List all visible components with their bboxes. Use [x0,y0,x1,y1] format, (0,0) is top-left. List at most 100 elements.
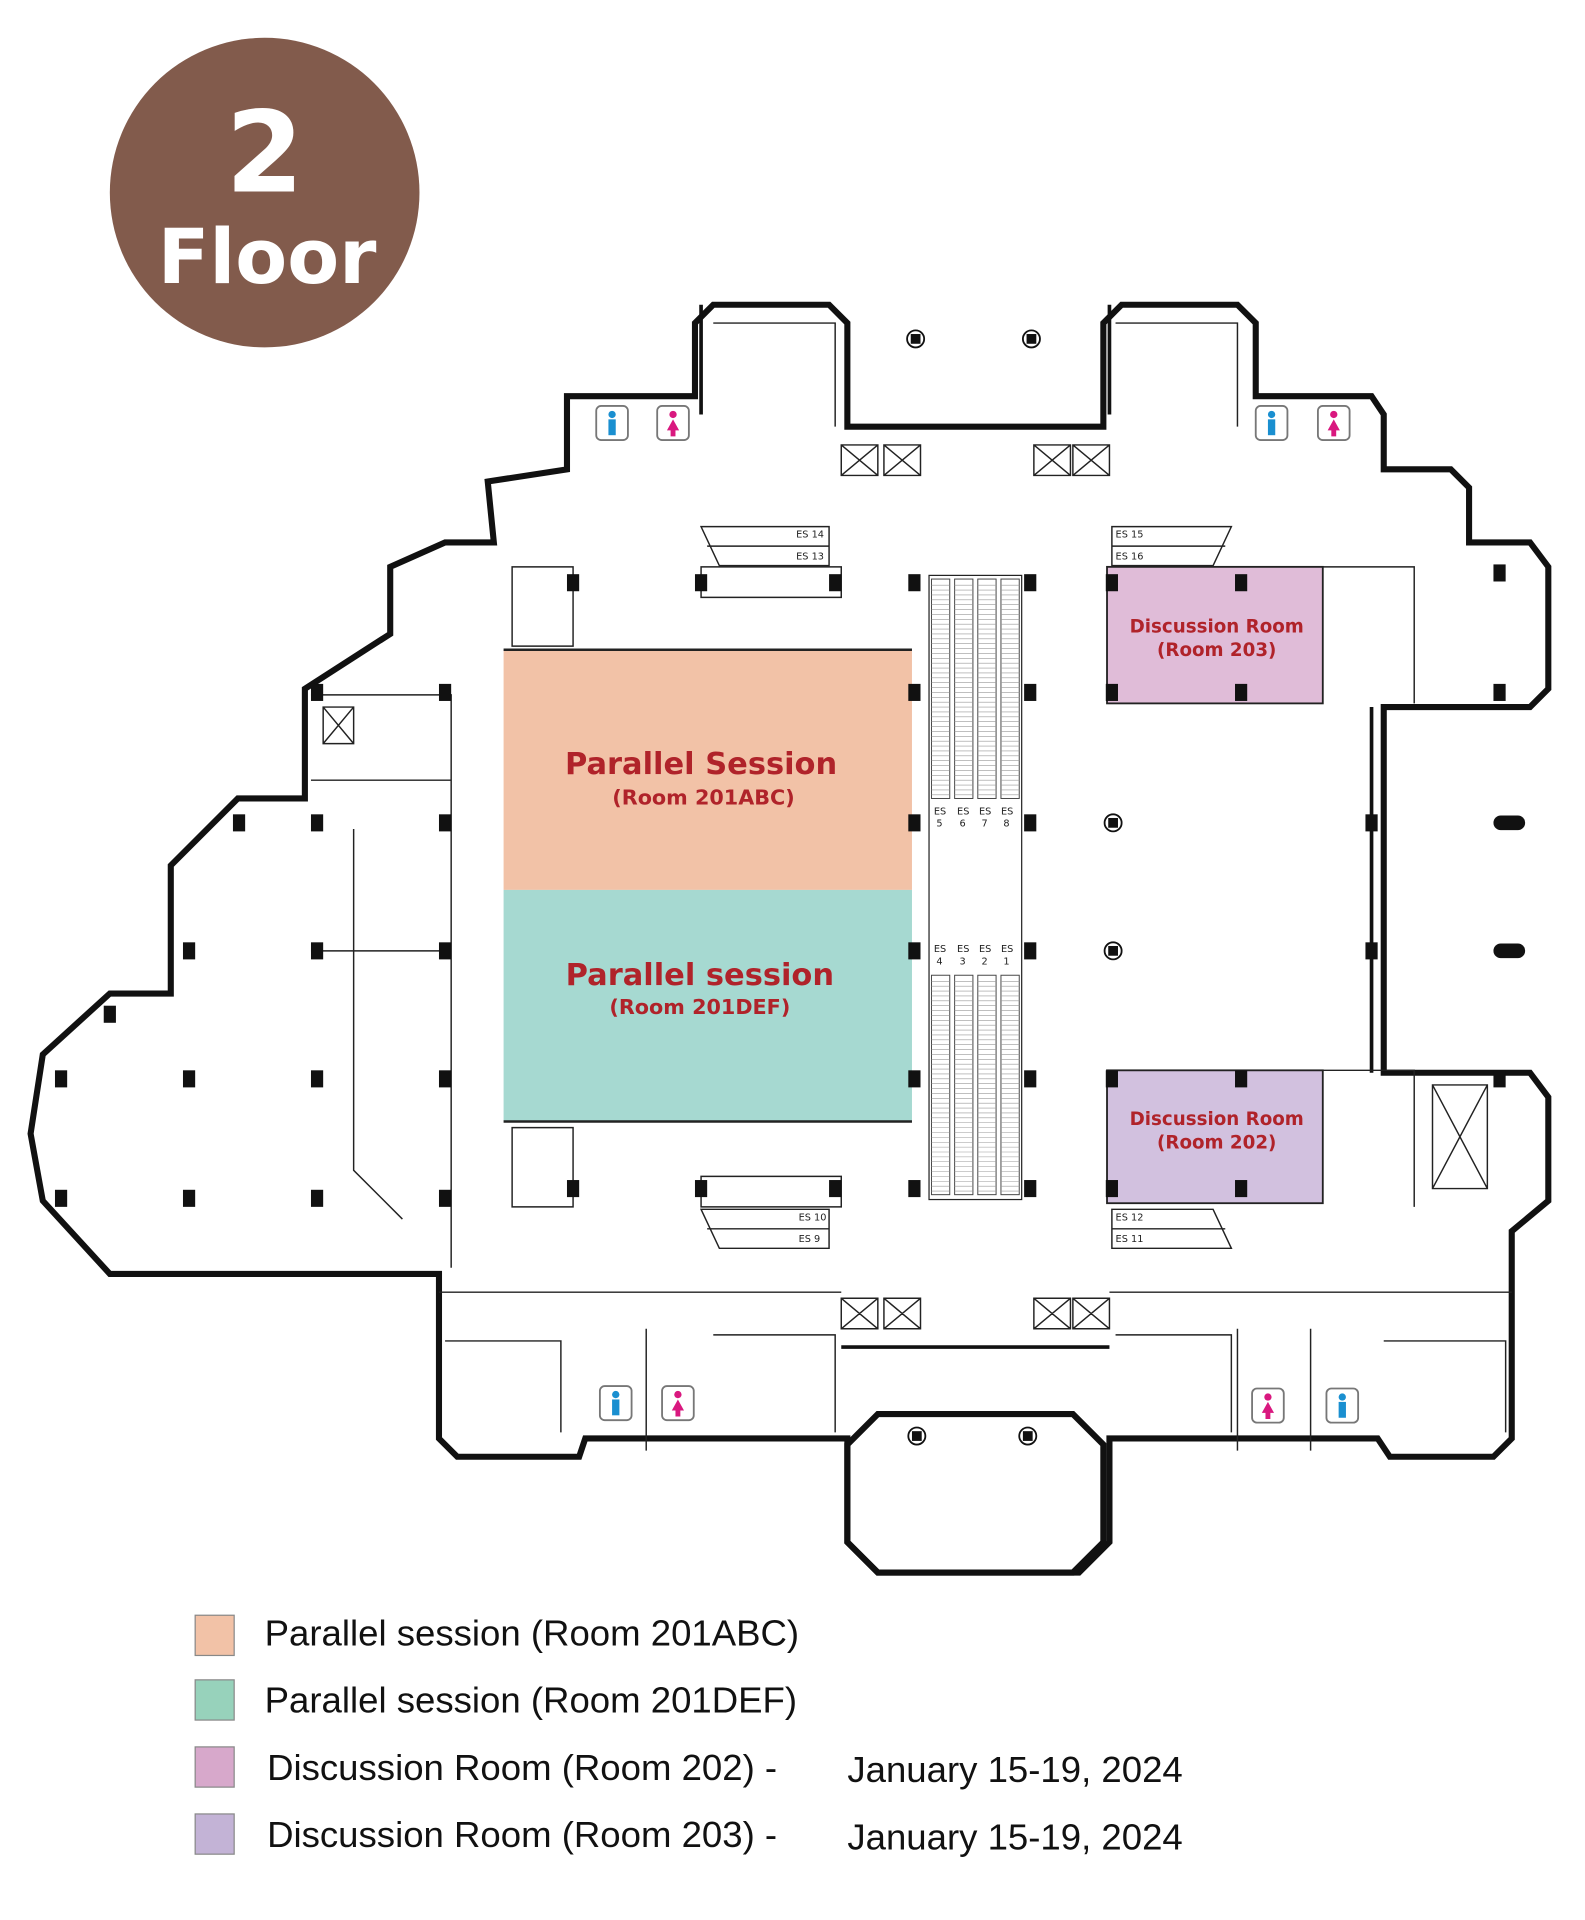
es-7-label: ES [979,806,991,817]
room-202-title: Discussion Room [1130,1109,1304,1130]
legend-swatch-201abc [194,1614,235,1657]
central-escalators: ES ES ES ES 5 6 7 8 ES ES ES ES 4 3 2 1 [928,574,1023,1201]
pillars [54,329,1526,1446]
pillar [829,1180,842,1198]
pillar [310,1189,324,1207]
pillar [1024,1070,1037,1088]
room-201def-area[interactable] [503,889,912,1122]
room-201def-title: Parallel session [566,958,834,993]
entrance-hall-outline [844,1411,1107,1576]
escalator-lane [954,578,974,799]
es-11-label: ES 11 [1116,1234,1144,1245]
pillar [908,1180,921,1198]
pillar [310,942,324,960]
floor-badge-circle [109,37,420,348]
pillar [182,1189,196,1207]
legend: Parallel session (Room 201ABC) Parallel … [194,1613,1183,1857]
male-restroom-icon [1254,405,1289,441]
room-201abc-title: Parallel Session [565,747,837,782]
pillar [1493,1070,1506,1088]
pillar [908,942,921,960]
legend-date-203: January 15-19, 2024 [847,1816,1182,1857]
legend-label-201def: Parallel session (Room 201DEF) [265,1680,797,1721]
floor-label: Floor [158,213,377,301]
legend-swatch-202 [194,1746,235,1788]
es-8-label: ES [1001,806,1013,817]
pillar [694,574,708,592]
room-201def-subtitle: (Room 201DEF) [609,995,790,1019]
room-201abc-area[interactable] [503,649,912,890]
es-5-num: 5 [936,819,942,830]
pillar [1235,683,1248,701]
male-restroom-icon [1325,1387,1360,1424]
room-201abc[interactable]: Parallel Session (Room 201ABC) [503,649,912,890]
es-10-label: ES 10 [799,1212,827,1223]
es-9-label: ES 9 [799,1234,821,1245]
pillar [310,1070,324,1088]
pillar [1024,683,1037,701]
legend-swatch-203 [194,1813,235,1855]
room-203[interactable]: Discussion Room (Room 203) [1106,565,1324,705]
pillar [182,942,196,960]
es-3-label: ES [957,944,969,955]
pillar [1365,814,1378,832]
pillar [1105,1180,1118,1198]
legend-label-203: Discussion Room (Room 203) - [267,1814,777,1855]
escalator-lane [930,974,951,1196]
floor-number: 2 [226,88,304,218]
escalator-lane [977,974,997,1196]
legend-date-202: January 15-19, 2024 [847,1749,1182,1790]
pillar [310,814,324,832]
room-203-area[interactable] [1106,565,1324,705]
inner-wall [699,304,1374,1349]
pillar [1235,574,1248,592]
male-restroom-icon [595,405,629,441]
legend-label-201abc: Parallel session (Room 201ABC) [265,1613,799,1654]
es-12-label: ES 12 [1116,1212,1144,1223]
pillar [1105,574,1118,592]
es-4-label: ES [934,944,946,955]
es-14-label: ES 14 [796,530,824,541]
pillar [1024,942,1037,960]
escalator-lane [954,974,974,1196]
room-202-subtitle: (Room 202) [1157,1132,1276,1153]
pillar [1493,564,1506,582]
room-201abc-subtitle: (Room 201ABC) [612,786,794,810]
room-202[interactable]: Discussion Room (Room 202) [1106,1069,1324,1205]
oval-column [1493,815,1526,831]
room-201-walls [503,648,912,1123]
legend-label-202: Discussion Room (Room 202) - [267,1747,777,1788]
escalator-lane [1000,578,1020,799]
floor-badge: 2 Floor [109,37,420,348]
oval-column [1493,943,1526,959]
pillar [908,574,921,592]
pillar [908,814,921,832]
es-16-label: ES 16 [1116,552,1144,563]
escalator-lane [977,578,997,799]
room-201def[interactable]: Parallel session (Room 201DEF) [503,889,912,1122]
pillar [908,1070,921,1088]
female-restroom-icon [656,405,690,441]
pillar [438,1070,452,1088]
restrooms [595,405,1360,1424]
es-7-num: 7 [981,819,987,830]
es-2-label: ES [979,944,991,955]
pillar [438,942,452,960]
es-1-label: ES [1001,944,1013,955]
pillar [438,1189,452,1207]
male-restroom-icon [598,1385,633,1422]
pillar [1105,1070,1118,1088]
pillar [103,1005,116,1023]
pillar [182,1070,196,1088]
es-8-num: 8 [1003,819,1009,830]
pillar [310,683,324,701]
pillar [1105,683,1118,701]
pillar [694,1180,708,1198]
room-203-title: Discussion Room [1130,617,1304,638]
room-202-area[interactable] [1106,1069,1324,1205]
pillar [1493,683,1506,701]
es-3-num: 3 [960,956,966,967]
pillar [438,683,452,701]
pillar [1024,574,1037,592]
